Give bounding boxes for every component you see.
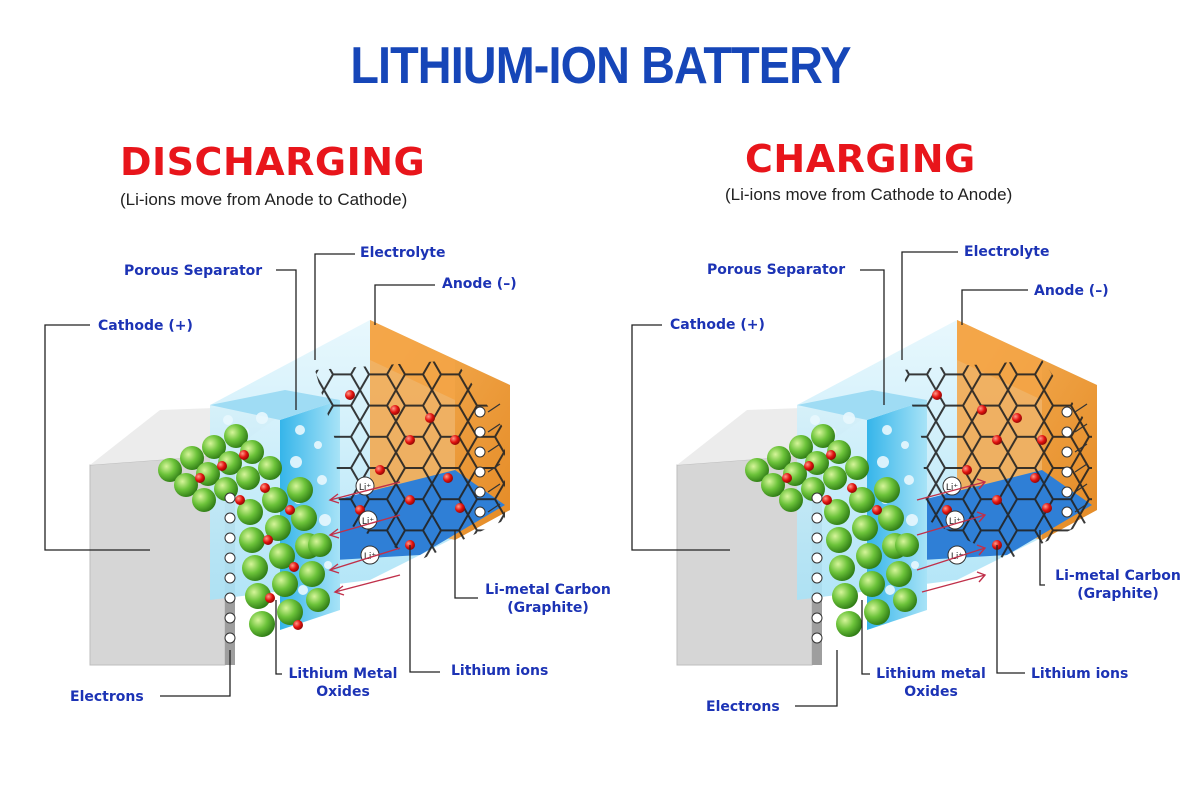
page-title: LITHIUM-ION BATTERY	[350, 37, 851, 95]
label-electrons: Electrons	[706, 699, 780, 715]
lithium-ions	[782, 390, 1052, 550]
leader-lines	[631, 251, 1045, 707]
svg-text:Li⁺: Li⁺	[949, 517, 962, 527]
charging-cell: Li⁺ Li⁺ Li⁺	[631, 251, 1097, 707]
label-electrons: Electrons	[70, 689, 144, 705]
charging-heading: CHARGING	[745, 137, 976, 181]
label-electrolyte: Electrolyte	[964, 244, 1050, 260]
label-porous-separator: Porous Separator	[707, 262, 846, 278]
cathode-electrons	[811, 492, 823, 644]
label-electrolyte: Electrolyte	[360, 245, 446, 261]
label-lithium-metal-oxides: Lithium metal Oxides	[876, 666, 986, 700]
svg-text:Li⁺: Li⁺	[359, 483, 372, 493]
label-lithium-ions: Lithium ions	[1031, 666, 1129, 682]
label-anode: Anode (–)	[442, 276, 517, 292]
discharging-cell: Li⁺ Li⁺ Li⁺	[44, 253, 510, 697]
leader-lines	[44, 253, 478, 697]
label-cathode: Cathode (+)	[670, 317, 765, 333]
lithium-metal-oxides	[745, 424, 919, 637]
label-li-metal-carbon: Li-metal Carbon (Graphite)	[485, 582, 611, 616]
label-porous-separator: Porous Separator	[124, 263, 263, 279]
discharging-heading: DISCHARGING	[120, 140, 426, 184]
cathode-casing	[89, 454, 226, 666]
svg-text:Li⁺: Li⁺	[946, 483, 959, 493]
label-lithium-ions: Lithium ions	[451, 663, 549, 679]
charging-subtitle: (Li-ions move from Cathode to Anode)	[725, 185, 1013, 204]
anode-electrons	[1061, 403, 1088, 518]
lithium-ions	[195, 390, 465, 630]
label-li-metal-carbon: Li-metal Carbon (Graphite)	[1055, 568, 1181, 602]
cathode-electrons	[224, 492, 236, 644]
ion-flow-arrows	[328, 481, 401, 596]
discharging-subtitle: (Li-ions move from Anode to Cathode)	[120, 190, 408, 209]
anode-electrons	[474, 403, 501, 518]
ion-flow-arrows	[916, 478, 987, 593]
svg-text:Li⁺: Li⁺	[362, 517, 375, 527]
label-lithium-metal-oxides: Lithium Metal Oxides	[288, 666, 398, 700]
cathode-casing	[676, 454, 813, 666]
label-cathode: Cathode (+)	[98, 318, 193, 334]
label-anode: Anode (–)	[1034, 283, 1109, 299]
